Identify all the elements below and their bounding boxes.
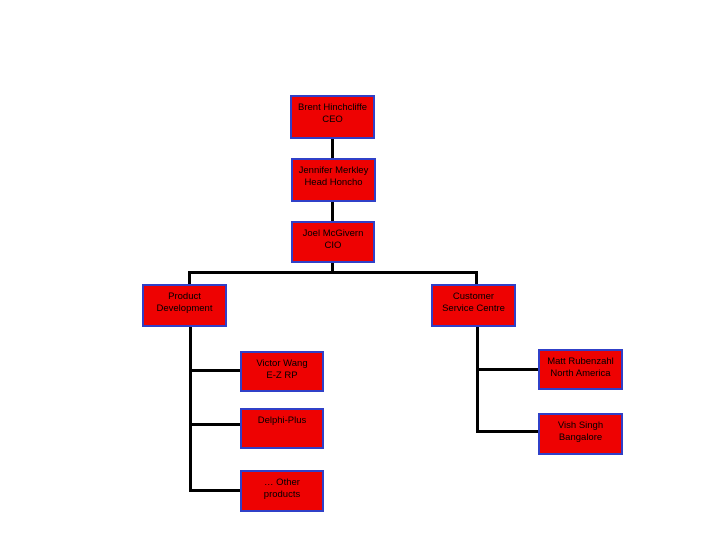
- node-title: E-Z RP: [266, 370, 298, 381]
- connector-ceo-honcho: [331, 139, 334, 158]
- node-name: Brent Hinchcliffe: [298, 102, 367, 113]
- node-title: North America: [550, 368, 611, 379]
- org-node-vish-singh: Vish Singh Bangalore: [538, 413, 623, 455]
- org-node-other-products: … Other products: [240, 470, 324, 512]
- node-name: Matt Rubenzahl: [547, 356, 614, 367]
- org-node-head-honcho: Jennifer Merkley Head Honcho: [291, 158, 376, 202]
- node-name: Victor Wang: [256, 358, 308, 369]
- node-title: products: [263, 489, 301, 500]
- org-node-cio: Joel McGivern CIO: [291, 221, 375, 263]
- node-name: Product: [168, 291, 201, 302]
- connector-honcho-cio: [331, 202, 334, 221]
- connector-drop-product-dev: [188, 271, 191, 284]
- connector-customer-service-trunk: [476, 327, 479, 433]
- connector-branch-other: [189, 489, 240, 492]
- node-name: Delphi-Plus: [257, 415, 307, 426]
- node-title: CIO: [324, 240, 342, 251]
- org-node-victor-wang: Victor Wang E-Z RP: [240, 351, 324, 392]
- connector-cio-stem: [331, 263, 334, 273]
- org-node-product-development: Product Development: [142, 284, 227, 327]
- node-name: Jennifer Merkley: [298, 165, 369, 176]
- connector-drop-customer-service: [475, 271, 478, 284]
- connector-branch-delphi: [189, 423, 240, 426]
- node-title: Bangalore: [558, 432, 603, 443]
- org-node-delphi-plus: Delphi-Plus: [240, 408, 324, 449]
- node-title: Development: [156, 303, 213, 314]
- connector-product-dev-trunk: [189, 327, 192, 492]
- node-name: … Other: [264, 477, 300, 488]
- org-node-ceo: Brent Hinchcliffe CEO: [290, 95, 375, 139]
- node-name: Customer: [452, 291, 495, 302]
- node-title: CEO: [322, 114, 343, 125]
- node-name: Joel McGivern: [302, 228, 364, 239]
- connector-branch-victor: [189, 369, 240, 372]
- node-title: Head Honcho: [304, 177, 363, 188]
- org-node-customer-service-centre: Customer Service Centre: [431, 284, 516, 327]
- connector-branch-matt: [476, 368, 538, 371]
- connector-branch-vish: [476, 430, 538, 433]
- node-title: Service Centre: [442, 303, 505, 314]
- connector-branch-horizontal: [188, 271, 478, 274]
- node-name: Vish Singh: [557, 420, 604, 431]
- org-node-matt-rubenzahl: Matt Rubenzahl North America: [538, 349, 623, 390]
